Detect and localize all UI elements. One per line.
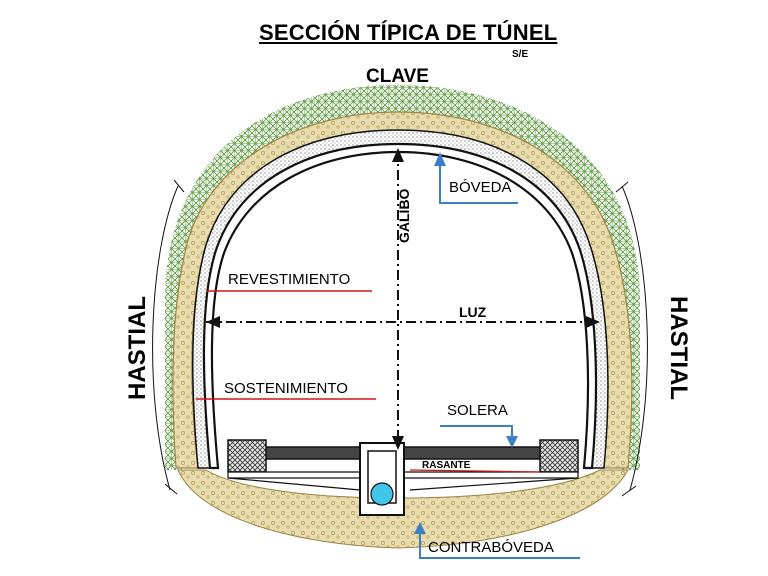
boveda-leader (439, 160, 518, 204)
rasante-line (409, 469, 541, 473)
page-title: SECCIÓN TÍPICA DE TÚNEL (259, 20, 558, 45)
clave-label: CLAVE (366, 66, 429, 87)
hastial-left-arc (152, 185, 179, 491)
hastial-right-label: HASTIAL (665, 296, 692, 400)
support-layer (192, 129, 609, 469)
galibo-label: GALIBO (396, 188, 412, 243)
contraboveda-label: CONTRABÓVEDA (428, 539, 554, 556)
hastial-right-arc (621, 185, 648, 491)
drain-pipe (370, 482, 394, 506)
solera-label: SOLERA (447, 402, 508, 419)
rasante-label: RASANTE (422, 460, 471, 471)
sostenimiento-label: SOSTENIMIENTO (224, 380, 348, 397)
revestimiento-label: REVESTIMIENTO (228, 271, 351, 288)
contraboveda-leader (419, 528, 580, 559)
solera-leader (440, 425, 513, 440)
hastial-left-label: HASTIAL (124, 296, 151, 400)
luz-label: LUZ (459, 304, 487, 320)
boveda-label: BÓVEDA (449, 179, 512, 196)
lining-layer (202, 142, 598, 470)
scale-note: S/E (512, 49, 529, 60)
left-footing (227, 439, 267, 473)
right-footing (539, 439, 579, 473)
